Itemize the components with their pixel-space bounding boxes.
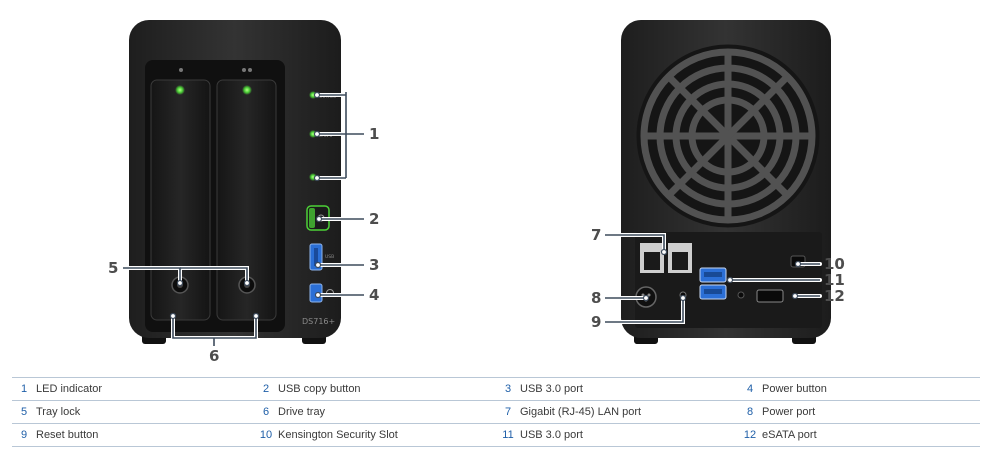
legend-num: 9 <box>12 423 36 447</box>
disk1-led <box>175 85 185 95</box>
callout-11: 11 <box>824 271 845 289</box>
legend-label: Kensington Security Slot <box>278 423 496 447</box>
callout-12: 12 <box>824 287 845 305</box>
legend-num: 12 <box>738 423 762 447</box>
callout-6: 6 <box>209 347 219 365</box>
callout-5: 5 <box>108 259 118 277</box>
legend-num: 3 <box>496 377 520 401</box>
legend-num: 2 <box>254 377 278 401</box>
nas-diagram: STATUS LAN 1 LAN 2 USB DS716+ <box>108 20 845 365</box>
drive-tray-2[interactable] <box>216 79 277 321</box>
legend-label: USB 3.0 port <box>520 377 738 401</box>
front-view: STATUS LAN 1 LAN 2 USB DS716+ <box>129 20 341 344</box>
disk2-led <box>242 85 252 95</box>
legend-label: USB 3.0 port <box>520 423 738 447</box>
callout-8: 8 <box>591 289 601 307</box>
model-label: DS716+ <box>302 317 335 326</box>
legend-label: Tray lock <box>36 400 254 424</box>
callout-lines-dark <box>123 92 820 346</box>
callout-dots <box>169 91 802 320</box>
legend-num: 7 <box>496 400 520 424</box>
callout-4: 4 <box>369 286 379 304</box>
legend-row: 9 Reset button 10 Kensington Security Sl… <box>12 423 980 447</box>
back-usb-port-2[interactable] <box>699 284 727 300</box>
usb-port-label: USB <box>325 254 334 260</box>
legend-label: LED indicator <box>36 377 254 401</box>
callout-10: 10 <box>824 255 845 273</box>
legend-num: 8 <box>738 400 762 424</box>
legend-label: Drive tray <box>278 400 496 424</box>
screw-hole <box>737 291 745 299</box>
callout-3: 3 <box>369 256 379 274</box>
legend-label: eSATA port <box>762 423 980 447</box>
back-usb-port-1[interactable] <box>699 267 727 283</box>
legend-num: 10 <box>254 423 278 447</box>
legend-num: 4 <box>738 377 762 401</box>
legend-row: 5 Tray lock 6 Drive tray 7 Gigabit (RJ-4… <box>12 400 980 424</box>
callout-7: 7 <box>591 226 601 244</box>
legend-label: Reset button <box>36 423 254 447</box>
legend-label: Power port <box>762 400 980 424</box>
legend-label: USB copy button <box>278 377 496 401</box>
lan-port-1[interactable] <box>640 243 664 273</box>
legend-label: Gigabit (RJ-45) LAN port <box>520 400 738 424</box>
legend-num: 11 <box>496 423 520 447</box>
legend-label: Power button <box>762 377 980 401</box>
callout-1: 1 <box>369 125 379 143</box>
legend-row: 1 LED indicator 2 USB copy button 3 USB … <box>12 377 980 401</box>
callout-2: 2 <box>369 210 379 228</box>
legend-num: 5 <box>12 400 36 424</box>
esata-port[interactable] <box>756 289 784 303</box>
callout-9: 9 <box>591 313 601 331</box>
legend-table: 1 LED indicator 2 USB copy button 3 USB … <box>12 377 980 447</box>
legend-num: 6 <box>254 400 278 424</box>
lan-port-2[interactable] <box>668 243 692 273</box>
fan-grille <box>636 44 820 228</box>
legend-num: 1 <box>12 377 36 401</box>
